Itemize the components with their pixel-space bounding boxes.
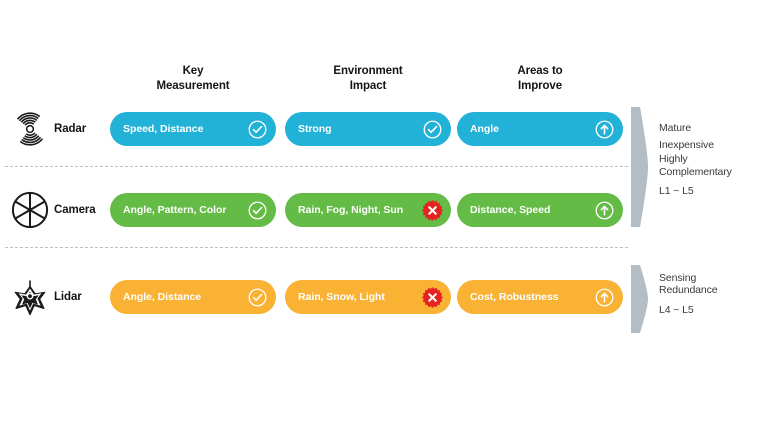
side-note-line: Inexpensive: [659, 138, 714, 151]
column-header-line1: Areas to: [517, 65, 563, 77]
cell-text: Cost, Robustness: [470, 291, 559, 303]
side-note-lidar: Sensing Redundance L4 ~ L5: [659, 272, 718, 318]
row-label-camera: Camera: [54, 204, 96, 216]
cell-radar-key-measurement[interactable]: Speed, Distance: [110, 112, 276, 146]
cell-text: Strong: [298, 123, 332, 135]
camera-aperture-icon: [6, 187, 54, 233]
side-note-line: Complementary: [659, 165, 732, 178]
cell-lidar-areas-to-improve[interactable]: Cost, Robustness: [457, 280, 623, 314]
column-header-line1: Key: [182, 65, 204, 77]
x-burst-icon: [422, 286, 443, 308]
cell-text: Speed, Distance: [123, 123, 204, 135]
cell-text: Angle, Distance: [123, 291, 202, 303]
cell-camera-key-measurement[interactable]: Angle, Pattern, Color: [110, 193, 276, 227]
row-label-radar: Radar: [54, 123, 87, 135]
arrow-up-circle-icon: [594, 287, 615, 308]
cell-text: Rain, Fog, Night, Sun: [298, 204, 404, 216]
cell-text: Rain, Snow, Light: [298, 291, 385, 303]
check-circle-icon: [247, 287, 268, 308]
cell-lidar-environment-impact[interactable]: Rain, Snow, Light: [285, 280, 451, 314]
side-note-line: L1 ~ L5: [659, 184, 694, 197]
row-label-lidar: Lidar: [54, 291, 82, 303]
table-row-radar: Radar Speed, Distance Strong Angle: [0, 106, 768, 152]
side-note-radar-camera: Mature Inexpensive Highly Complementary …: [659, 120, 732, 199]
side-note-line: Mature: [659, 122, 692, 134]
column-header-line2: Measurement: [156, 80, 230, 93]
check-circle-icon: [422, 119, 443, 140]
column-header-line1: Environment: [333, 65, 403, 77]
side-note-line: L4 ~ L5: [659, 303, 694, 316]
cell-radar-environment-impact[interactable]: Strong: [285, 112, 451, 146]
x-burst-icon: [422, 199, 443, 221]
check-circle-icon: [247, 200, 268, 221]
row-divider-2: [5, 247, 628, 248]
arrow-up-circle-icon: [594, 119, 615, 140]
side-note-line: Sensing: [659, 272, 697, 284]
table-row-camera: Camera Angle, Pattern, Color Rain, Fog, …: [0, 187, 768, 233]
radar-waves-icon: [6, 106, 54, 152]
column-header-key-measurement: Key Measurement: [110, 64, 276, 94]
cell-lidar-key-measurement[interactable]: Angle, Distance: [110, 280, 276, 314]
cell-camera-areas-to-improve[interactable]: Distance, Speed: [457, 193, 623, 227]
column-header-line2: Impact: [349, 80, 387, 93]
bracket-radar-camera-icon: [631, 107, 649, 227]
column-header-line2: Improve: [517, 80, 563, 93]
cell-camera-environment-impact[interactable]: Rain, Fog, Night, Sun: [285, 193, 451, 227]
side-note-line: Highly: [659, 153, 688, 166]
row-divider-1: [5, 166, 628, 167]
cell-text: Angle: [470, 123, 499, 135]
side-note-line: Redundance: [659, 284, 718, 297]
table-row-lidar: Lidar Angle, Distance Rain, Snow, Light: [0, 274, 768, 320]
check-circle-icon: [247, 119, 268, 140]
column-header-areas-to-improve: Areas to Improve: [457, 64, 623, 94]
cell-radar-areas-to-improve[interactable]: Angle: [457, 112, 623, 146]
cell-text: Distance, Speed: [470, 204, 551, 216]
bracket-lidar-icon: [631, 265, 649, 333]
arrow-up-circle-icon: [594, 200, 615, 221]
cell-text: Angle, Pattern, Color: [123, 204, 227, 216]
lidar-burst-icon: [6, 274, 54, 320]
column-header-environment-impact: Environment Impact: [285, 64, 451, 94]
